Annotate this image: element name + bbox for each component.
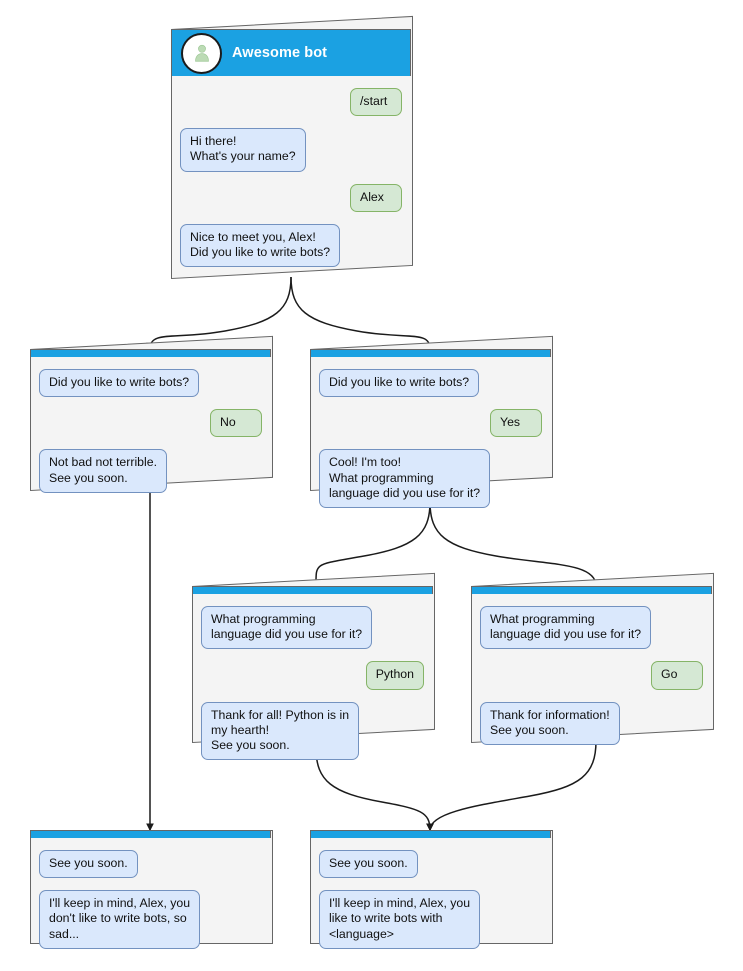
- user-message-bubble[interactable]: Python: [365, 661, 424, 690]
- bot-message-bubble[interactable]: See you soon.: [319, 850, 418, 879]
- message-row: I'll keep in mind, Alex, you don't like …: [39, 890, 262, 949]
- bot-message-bubble[interactable]: I'll keep in mind, Alex, you like to wri…: [319, 890, 481, 949]
- chat-area-end-sad: See you soon. I'll keep in mind, Alex, y…: [30, 838, 271, 959]
- chat-area-no-branch: Did you like to write bots? No Not bad n…: [30, 357, 271, 503]
- message-row: Nice to meet you, Alex! Did you like to …: [180, 223, 402, 268]
- node-titlebar-go-branch: [471, 586, 712, 594]
- bot-title: Awesome bot: [232, 45, 328, 61]
- chat-area-go-branch: What programming language did you use fo…: [471, 594, 712, 755]
- message-row: Thank for all! Python is in my hearth! S…: [201, 701, 424, 761]
- message-row: Did you like to write bots?: [319, 369, 542, 398]
- message-row: Hi there! What's your name?: [180, 128, 402, 172]
- message-row: What programming language did you use fo…: [201, 606, 424, 650]
- node-titlebar-end-sad: [30, 830, 271, 838]
- person-avatar-icon: [181, 32, 222, 74]
- chat-node-python-branch[interactable]: What programming language did you use fo…: [192, 572, 435, 761]
- message-row: Alex: [180, 183, 402, 212]
- node-titlebar-end-happy: [310, 830, 551, 838]
- chat-node-yes-branch[interactable]: Did you like to write bots? Yes Cool! I'…: [310, 335, 553, 509]
- bot-message-bubble[interactable]: What programming language did you use fo…: [201, 606, 373, 650]
- bot-message-bubble[interactable]: Thank for all! Python is in my hearth! S…: [201, 701, 360, 761]
- chat-node-no-branch[interactable]: Did you like to write bots? No Not bad n…: [30, 335, 273, 493]
- node-titlebar-yes-branch: [310, 349, 551, 357]
- user-message-bubble[interactable]: /start: [350, 88, 402, 117]
- user-message-bubble[interactable]: Yes: [490, 409, 542, 438]
- edge-root-to-yes: [290, 276, 434, 351]
- message-row: Not bad not terrible. See you soon.: [39, 449, 262, 493]
- node-titlebar-root: Awesome bot: [171, 29, 411, 76]
- message-row: No: [39, 409, 262, 438]
- user-message-bubble[interactable]: Go: [651, 661, 703, 690]
- chat-node-root[interactable]: Awesome bot /start Hi there! What's your…: [171, 15, 413, 280]
- user-message-bubble[interactable]: Alex: [350, 183, 402, 212]
- bot-message-bubble[interactable]: Cool! I'm too! What programming language…: [319, 449, 491, 509]
- bot-message-bubble[interactable]: Hi there! What's your name?: [180, 128, 306, 172]
- message-row: Cool! I'm too! What programming language…: [319, 449, 542, 509]
- bot-message-bubble[interactable]: Nice to meet you, Alex! Did you like to …: [180, 223, 341, 268]
- message-row: Yes: [319, 409, 542, 438]
- chat-area-yes-branch: Did you like to write bots? Yes Cool! I'…: [310, 357, 551, 518]
- chat-node-end-sad[interactable]: See you soon. I'll keep in mind, Alex, y…: [30, 830, 273, 949]
- bot-message-bubble[interactable]: Thank for information! See you soon.: [480, 701, 620, 746]
- message-row: /start: [180, 88, 402, 117]
- bot-message-bubble[interactable]: I'll keep in mind, Alex, you don't like …: [39, 890, 201, 949]
- message-row: See you soon.: [39, 850, 262, 879]
- bot-message-bubble[interactable]: Did you like to write bots?: [39, 369, 200, 398]
- message-row: I'll keep in mind, Alex, you like to wri…: [319, 890, 542, 949]
- message-row: Did you like to write bots?: [39, 369, 262, 398]
- chat-node-go-branch[interactable]: What programming language did you use fo…: [471, 572, 714, 746]
- message-row: See you soon.: [319, 850, 542, 879]
- bot-message-bubble[interactable]: See you soon.: [39, 850, 138, 879]
- message-row: What programming language did you use fo…: [480, 606, 703, 650]
- bot-message-bubble[interactable]: What programming language did you use fo…: [480, 606, 652, 650]
- user-message-bubble[interactable]: No: [210, 409, 262, 438]
- message-row: Go: [480, 661, 703, 690]
- node-titlebar-no-branch: [30, 349, 271, 357]
- chat-area-root: /start Hi there! What's your name? Alex …: [171, 76, 411, 277]
- message-row: Python: [201, 661, 424, 690]
- node-titlebar-python-branch: [192, 586, 433, 594]
- message-row: Thank for information! See you soon.: [480, 701, 703, 746]
- chat-area-end-happy: See you soon. I'll keep in mind, Alex, y…: [310, 838, 551, 959]
- chat-area-python-branch: What programming language did you use fo…: [192, 594, 433, 770]
- chat-node-end-happy[interactable]: See you soon. I'll keep in mind, Alex, y…: [310, 830, 553, 949]
- bot-message-bubble[interactable]: Did you like to write bots?: [319, 369, 480, 398]
- bot-message-bubble[interactable]: Not bad not terrible. See you soon.: [39, 449, 168, 493]
